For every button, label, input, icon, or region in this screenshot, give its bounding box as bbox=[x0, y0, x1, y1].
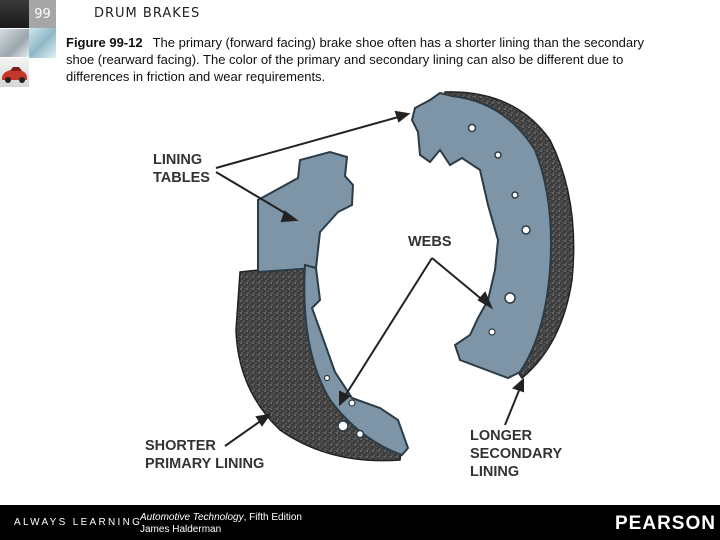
secondary-brake-shoe bbox=[410, 91, 575, 380]
secondary-shoe-web bbox=[410, 91, 552, 380]
arrow-lining-tables-left bbox=[215, 171, 291, 217]
chapter-number: 99 bbox=[29, 0, 56, 28]
book-edition: , Fifth Edition bbox=[243, 512, 302, 523]
footer-bar: ALWAYS LEARNING Automotive Technology, F… bbox=[0, 505, 720, 540]
figure-label: Figure 99-12 bbox=[66, 35, 143, 50]
book-credit: Automotive Technology, Fifth Edition Jam… bbox=[140, 512, 302, 536]
primary-brake-shoe bbox=[235, 150, 410, 462]
primary-shoe-table bbox=[257, 150, 355, 274]
arrow-longer-lining bbox=[504, 387, 521, 426]
arrow-webs-left bbox=[344, 257, 433, 397]
arrow-lining-tables-right bbox=[215, 115, 403, 169]
chapter-title: DRUM BRAKES bbox=[94, 6, 201, 21]
primary-shoe-web bbox=[303, 263, 410, 457]
arrow-shorter-lining bbox=[224, 419, 263, 447]
car-thumbnail-1 bbox=[0, 0, 29, 28]
book-title: Automotive Technology bbox=[140, 512, 244, 523]
brake-shoe-diagram bbox=[215, 91, 575, 462]
decorative-tile bbox=[29, 28, 56, 58]
label-longer-secondary-lining: LONGER SECONDARY LINING bbox=[470, 428, 563, 480]
book-author: James Halderman bbox=[140, 524, 222, 535]
red-car-icon bbox=[2, 67, 27, 83]
label-shorter-primary-lining: SHORTER PRIMARY LINING bbox=[145, 438, 265, 472]
callout-arrows bbox=[215, 110, 524, 447]
pearson-logo: PEARSON bbox=[615, 513, 716, 534]
car-thumbnail-2 bbox=[0, 58, 29, 87]
header-thumbnails bbox=[0, 0, 29, 87]
footer-tagline: ALWAYS LEARNING bbox=[14, 517, 143, 528]
caption-text: The primary (forward facing) brake shoe … bbox=[66, 35, 644, 84]
label-webs: WEBS bbox=[408, 234, 452, 250]
label-lining-tables: LINING TABLES bbox=[153, 152, 210, 186]
crystal-thumbnail bbox=[0, 29, 29, 57]
arrow-webs-right bbox=[431, 257, 486, 303]
